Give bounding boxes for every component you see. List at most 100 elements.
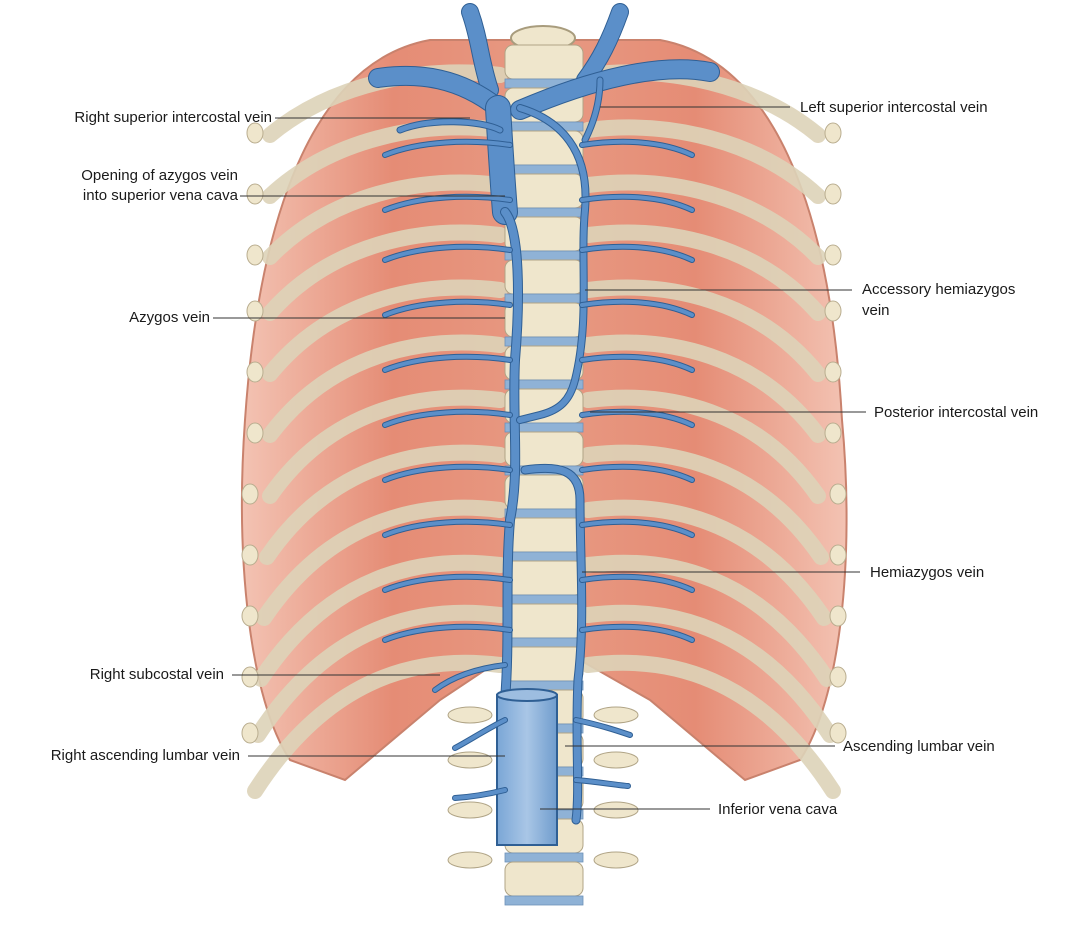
rib-end-right-3 — [824, 244, 842, 266]
posterior-intercostal-vein-right-5 — [383, 354, 512, 372]
posterior-intercostal-vein-right-7 — [383, 464, 512, 482]
transverse-process-right — [593, 851, 639, 869]
label-inferior-vena-cava: Inferior vena cava — [718, 801, 838, 818]
rib-right-10 — [580, 554, 835, 687]
posterior-intercostal-vein-left-8 — [580, 519, 694, 537]
rib-left-10 — [253, 554, 508, 687]
rib-left-2 — [262, 119, 508, 204]
label-right-ascending-lumbar-vein: Right ascending lumbar vein — [50, 747, 240, 764]
rib-end-left-7 — [241, 483, 259, 505]
right-brachiocephalic-vein — [369, 66, 507, 117]
rib-end-right-6 — [824, 422, 842, 444]
rib-end-right-10 — [829, 666, 847, 688]
rib-end-left-11 — [241, 722, 259, 744]
rib-end-right-4 — [824, 300, 842, 322]
rib-right-12 — [580, 654, 841, 799]
label-posterior-intercostal-vein: Posterior intercostal vein — [874, 404, 1039, 421]
posterior-intercostal-vein-left-10 — [580, 624, 694, 642]
rib-right-8 — [580, 444, 829, 565]
transverse-process-right — [593, 706, 639, 724]
accessory-hemiazygos-vein — [517, 105, 589, 423]
posterior-intercostal-vein-left-2 — [580, 194, 694, 212]
right-ascending-lumbar-vein — [453, 718, 507, 750]
transverse-process-left — [447, 801, 493, 819]
right-superior-intercostal-vein — [397, 119, 503, 133]
label-right-subcostal-vein: Right subcostal vein — [89, 666, 224, 683]
label-opening-azygos-line2: into superior vena cava — [82, 187, 238, 204]
rib-end-right-9 — [829, 605, 847, 627]
rib-right-11 — [580, 604, 838, 743]
intervertebral-disc — [504, 164, 584, 175]
rib-end-left-2 — [246, 183, 264, 205]
rib-end-right-7 — [829, 483, 847, 505]
rib-end-left-6 — [246, 422, 264, 444]
intervertebral-disc — [504, 637, 584, 648]
rib-right-2 — [580, 119, 826, 204]
posterior-intercostal-vein-right-10 — [383, 624, 512, 642]
posterior-intercostal-vein-left-7 — [580, 464, 694, 482]
vertebral-body — [504, 560, 584, 596]
label-accessory-hemiazygos-line2: vein — [862, 302, 890, 319]
rib-right-3 — [580, 174, 826, 265]
ribs — [241, 64, 847, 799]
rib-end-right-11 — [829, 722, 847, 744]
rib-end-left-8 — [241, 544, 259, 566]
vertebral-body — [504, 861, 584, 897]
right-internal-jugular-vein — [462, 4, 498, 98]
inferior-vena-cava-top — [496, 688, 558, 702]
intervertebral-disc — [504, 852, 584, 863]
leader-lines — [213, 106, 866, 810]
rib-end-right-1 — [824, 122, 842, 144]
azygos-vein — [501, 208, 522, 704]
posterior-intercostal-vein-left-3 — [580, 244, 694, 262]
posterior-intercostal-vein-left-5 — [580, 354, 694, 372]
rib-left-6 — [262, 334, 508, 443]
rib-end-right-5 — [824, 361, 842, 383]
left-brachiocephalic-vein — [511, 60, 719, 119]
right-subcostal-vein — [433, 663, 507, 692]
label-azygos-vein: Azygos vein — [129, 309, 210, 326]
rib-end-left-1 — [246, 122, 264, 144]
rib-left-12 — [247, 654, 508, 799]
lumbar-vein-right-2 — [453, 788, 507, 800]
label-right-superior-intercostal-vein: Right superior intercostal vein — [74, 109, 272, 126]
rib-end-left-5 — [246, 361, 264, 383]
transverse-process-right — [593, 801, 639, 819]
transverse-process-left — [447, 706, 493, 724]
rib-left-11 — [250, 604, 508, 743]
veins — [368, 3, 720, 846]
rib-end-left-9 — [241, 605, 259, 627]
rib-left-7 — [262, 389, 508, 504]
label-opening-azygos-line1: Opening of azygos vein — [81, 167, 238, 184]
posterior-intercostal-vein-left-9 — [580, 574, 694, 592]
label-ascending-lumbar-vein: Ascending lumbar vein — [843, 738, 995, 755]
intervertebral-disc — [504, 121, 584, 132]
rib-end-left-4 — [246, 300, 264, 322]
intervertebral-disc — [504, 551, 584, 562]
vertebral-body — [504, 646, 584, 682]
transverse-process-right — [593, 751, 639, 769]
left-superior-intercostal-vein — [582, 77, 603, 143]
posterior-intercostal-vein-right-1 — [383, 139, 512, 157]
rib-end-left-10 — [241, 666, 259, 688]
vertebral-body — [504, 517, 584, 553]
posterior-intercostal-vein-left-4 — [580, 299, 694, 317]
label-left-superior-intercostal-vein: Left superior intercostal vein — [800, 99, 988, 116]
intervertebral-disc — [504, 594, 584, 605]
rib-left-5 — [262, 279, 508, 382]
rib-end-right-8 — [829, 544, 847, 566]
posterior-intercostal-vein-right-4 — [383, 299, 512, 317]
posterior-intercostal-vein-right-2 — [383, 194, 512, 212]
posterior-intercostal-vein-left-6 — [580, 409, 694, 427]
posterior-intercostal-vein-left-1 — [580, 139, 694, 157]
posterior-intercostal-vein-right-6 — [383, 409, 512, 427]
transverse-process-left — [447, 851, 493, 869]
hemiazygos-vein — [521, 464, 586, 824]
intervertebral-disc — [504, 895, 584, 906]
rib-end-left-3 — [246, 244, 264, 266]
rib-left-3 — [262, 174, 508, 265]
posterior-intercostal-vein-right-3 — [383, 244, 512, 262]
posterior-intercostal-vein-right-9 — [383, 574, 512, 592]
rib-left-9 — [256, 499, 508, 626]
